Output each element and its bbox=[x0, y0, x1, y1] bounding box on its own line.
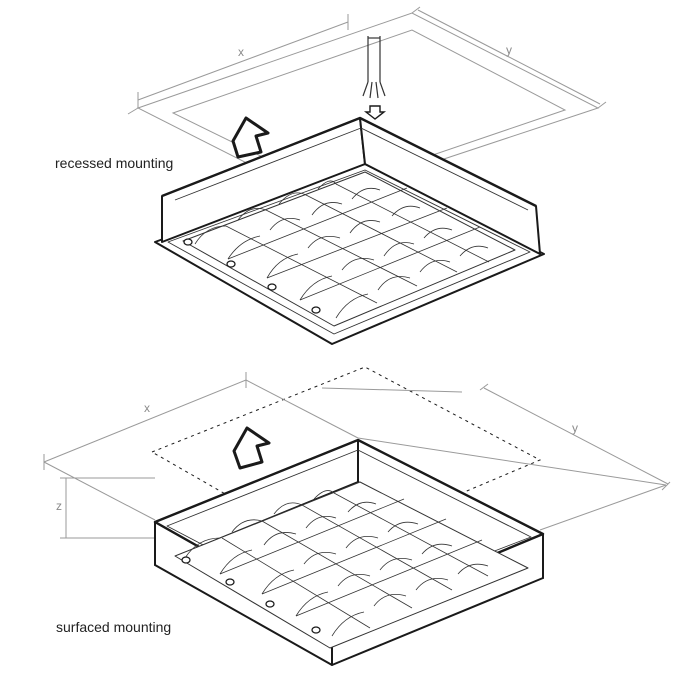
dimension-y-top: y bbox=[411, 6, 607, 109]
dimension-y-label: y bbox=[506, 43, 512, 57]
surfaced-mounting-figure: x y z bbox=[43, 366, 671, 666]
screw-icon bbox=[183, 238, 321, 314]
surfaced-louver-grid bbox=[184, 490, 489, 637]
up-arrow-icon bbox=[231, 116, 270, 159]
recessed-mounting-figure: x y bbox=[55, 6, 607, 345]
dimension-x-label-bottom: x bbox=[144, 401, 150, 415]
up-arrow-icon-bottom bbox=[232, 426, 271, 470]
dimension-z-label: z bbox=[56, 499, 62, 513]
recessed-mounting-label: recessed mounting bbox=[55, 155, 173, 171]
dimension-x-label: x bbox=[238, 45, 244, 59]
dimension-y-label-bottom: y bbox=[572, 421, 578, 435]
surfaced-fixture bbox=[153, 438, 545, 666]
surfaced-mounting-label: surfaced mounting bbox=[56, 619, 171, 635]
dimension-x-top: x bbox=[137, 14, 349, 108]
down-arrow-icon bbox=[363, 105, 387, 120]
cable-icon bbox=[362, 36, 386, 99]
screw-icon-bottom bbox=[181, 556, 321, 634]
recessed-fixture bbox=[154, 116, 545, 345]
recessed-louver-grid bbox=[194, 180, 490, 319]
surface-dimension-lines bbox=[43, 372, 671, 539]
ceiling-footprint bbox=[150, 366, 542, 552]
